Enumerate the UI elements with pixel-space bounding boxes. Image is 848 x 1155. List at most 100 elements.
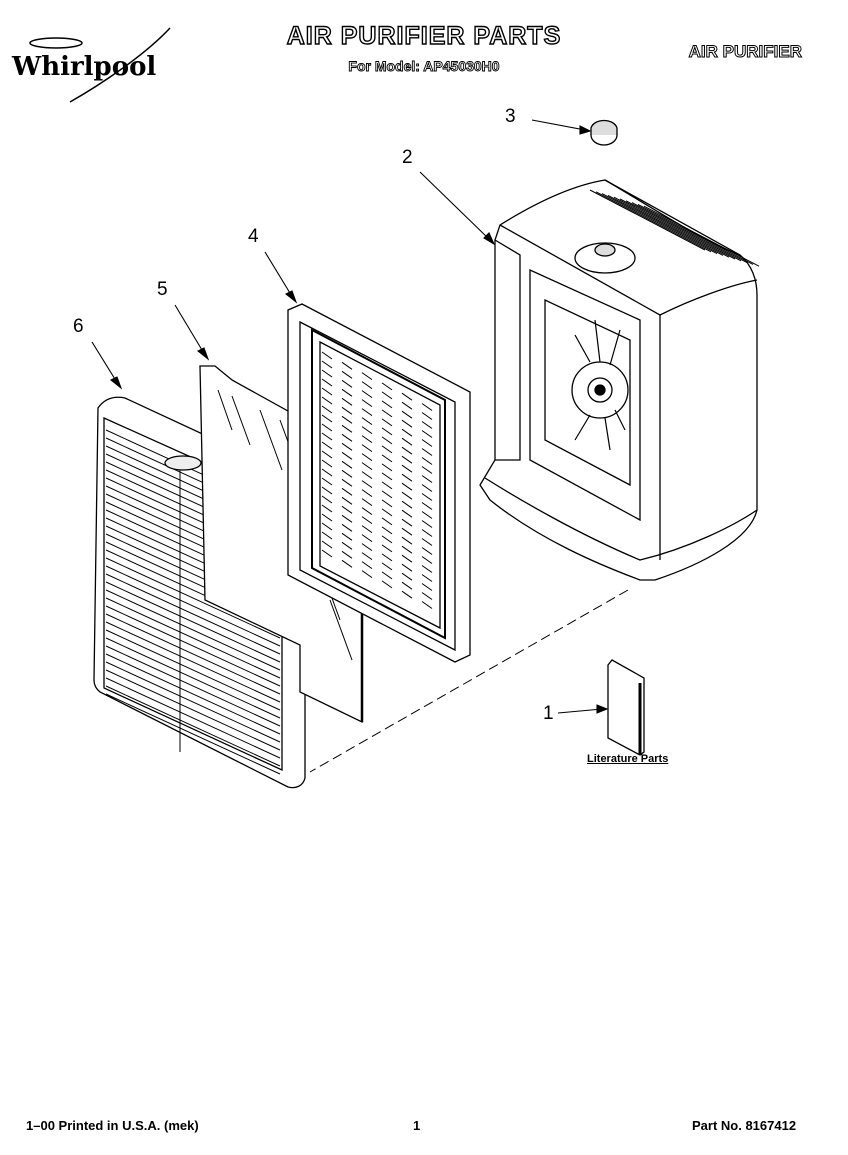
drawing-stroke xyxy=(321,450,333,459)
drawing-stroke xyxy=(381,409,393,418)
drawing-stroke xyxy=(381,535,393,544)
drawing-stroke xyxy=(341,523,353,532)
drawing-stroke xyxy=(381,490,393,499)
drawing-stroke xyxy=(421,484,433,492)
drawing-stroke xyxy=(421,466,433,474)
drawing-stroke xyxy=(105,605,281,687)
drawing-stroke xyxy=(401,509,413,518)
drawing-stroke xyxy=(381,508,393,517)
drawing-stroke xyxy=(105,645,281,727)
drawing-stroke xyxy=(361,435,373,444)
drawing-stroke xyxy=(105,613,281,695)
drawing-stroke xyxy=(321,441,333,450)
drawing-stroke xyxy=(105,677,281,759)
drawing-stroke xyxy=(381,445,393,454)
drawing-stroke xyxy=(361,399,373,408)
drawing-stroke xyxy=(381,463,393,472)
drawing-stroke xyxy=(321,396,333,405)
drawing-stroke xyxy=(401,581,413,590)
drawing-stroke xyxy=(401,482,413,491)
drawing-stroke xyxy=(625,200,742,262)
drawing-stroke xyxy=(341,541,353,550)
drawing-stroke xyxy=(341,424,353,433)
drawing-stroke xyxy=(361,471,373,480)
drawing-stroke xyxy=(421,556,433,564)
drawing-stroke xyxy=(361,444,373,453)
drawing-stroke xyxy=(341,388,353,397)
drawing-stroke xyxy=(361,534,373,543)
drawing-stroke xyxy=(643,205,760,267)
drawing-stroke xyxy=(421,403,433,411)
drawing-stroke xyxy=(105,597,281,679)
drawing-stroke xyxy=(589,189,706,251)
drawing-stroke xyxy=(381,418,393,427)
drawing-stroke xyxy=(381,517,393,526)
drawing-stroke xyxy=(341,442,353,451)
drawing-stroke xyxy=(361,453,373,462)
drawing-stroke xyxy=(401,590,413,599)
callout-5: 5 xyxy=(157,279,168,300)
product-type-label: AIR PURIFIER xyxy=(688,42,802,62)
drawing-stroke xyxy=(105,573,281,655)
drawing-stroke xyxy=(361,498,373,507)
drawing-stroke xyxy=(341,550,353,559)
drawing-stroke xyxy=(321,531,333,540)
drawing-stroke xyxy=(421,493,433,501)
drawing-stroke xyxy=(321,378,333,387)
drawing-stroke xyxy=(361,462,373,471)
drawing-stroke xyxy=(341,559,353,568)
drawing-stroke xyxy=(105,581,281,663)
drawing-stroke xyxy=(341,505,353,514)
drawing-stroke xyxy=(341,379,353,388)
drawing-stroke xyxy=(321,504,333,513)
drawing-stroke xyxy=(401,563,413,572)
page-title: AIR PURIFIER PARTS xyxy=(286,21,562,50)
drawing-stroke xyxy=(105,621,281,703)
literature-part-1 xyxy=(607,659,645,756)
callout-6: 6 xyxy=(73,316,84,337)
drawing-stroke xyxy=(401,491,413,500)
drawing-stroke xyxy=(341,451,353,460)
drawing-stroke xyxy=(401,392,413,401)
drawing-stroke xyxy=(361,417,373,426)
drawing-stroke xyxy=(421,601,433,609)
drawing-stroke xyxy=(401,428,413,437)
drawing-stroke xyxy=(105,653,281,735)
drawing-stroke xyxy=(421,502,433,510)
drawing-stroke xyxy=(381,382,393,391)
drawing-stroke xyxy=(361,381,373,390)
drawing-stroke xyxy=(381,454,393,463)
drawing-stroke xyxy=(341,397,353,406)
drawing-stroke xyxy=(381,472,393,481)
drawing-stroke xyxy=(401,527,413,536)
drawing-stroke xyxy=(401,464,413,473)
drawing-stroke xyxy=(421,583,433,591)
drawing-stroke xyxy=(341,370,353,379)
drawing-stroke xyxy=(381,400,393,409)
drawing-stroke xyxy=(341,487,353,496)
drawing-stroke xyxy=(381,391,393,400)
drawing-stroke xyxy=(421,547,433,555)
drawing-stroke xyxy=(361,390,373,399)
drawing-stroke xyxy=(421,412,433,420)
drawing-stroke xyxy=(321,495,333,504)
drawing-stroke xyxy=(381,571,393,580)
housing-part-2 xyxy=(479,179,760,581)
drawing-stroke xyxy=(421,520,433,528)
drawing-stroke xyxy=(321,522,333,531)
drawing-stroke xyxy=(401,446,413,455)
drawing-stroke xyxy=(401,500,413,509)
drawing-stroke xyxy=(421,475,433,483)
drawing-stroke xyxy=(401,401,413,410)
drawing-stroke xyxy=(105,589,281,671)
drawing-stroke xyxy=(341,361,353,370)
drawing-stroke xyxy=(361,372,373,381)
assembly-dashed-line xyxy=(309,589,629,773)
drawing-stroke xyxy=(421,592,433,600)
drawing-stroke xyxy=(105,669,281,751)
drawing-stroke xyxy=(321,369,333,378)
drawing-stroke xyxy=(341,514,353,523)
drawing-stroke xyxy=(321,513,333,522)
drawing-stroke xyxy=(341,496,353,505)
